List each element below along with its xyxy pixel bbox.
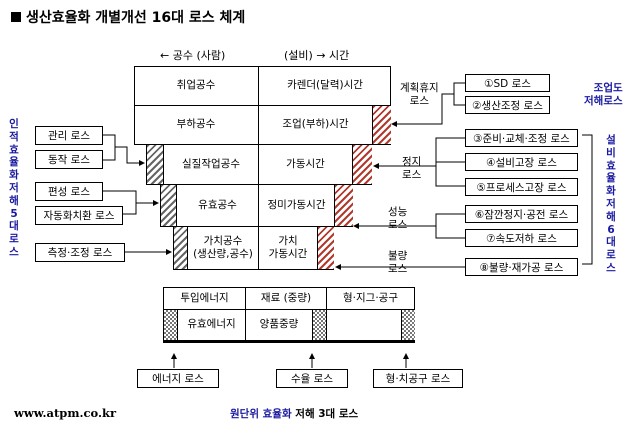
energy-loss-checker <box>164 310 178 340</box>
row2-left: 부하공수 <box>176 118 216 131</box>
loss-box-breakdown: ④설비고장 로스 <box>465 153 578 171</box>
loss-box-yield: 수율 로스 <box>276 369 348 388</box>
page-title: 생산효율화 개별개선 16대 로스 체계 <box>26 10 246 26</box>
group-performance: 성능 로스 <box>388 206 408 231</box>
group-defect: 불량 로스 <box>388 250 408 275</box>
row5-red-hatch <box>317 227 334 269</box>
loss-box-defect: ⑧불량·재가공 로스 <box>465 258 578 276</box>
loss-box-production-adjust: ②생산조정 로스 <box>465 96 550 114</box>
unit-value-energy: 유효에너지 <box>187 318 236 331</box>
loss-box-speed: ⑦속도저하 로스 <box>465 229 578 247</box>
pyramid-divider <box>258 66 259 106</box>
tooling-loss-checker <box>401 310 415 340</box>
unit-table-vline <box>245 287 246 341</box>
row3-gray-hatch <box>147 145 164 184</box>
header-left-arrow: ← 공수 (사람) <box>160 49 226 62</box>
footer-url: www.atpm.co.kr <box>14 406 117 420</box>
row5-right: 가치 가동시간 <box>268 234 308 260</box>
title-square-icon <box>11 12 21 22</box>
row2-red-hatch <box>372 106 391 144</box>
group-stop: 정지 로스 <box>402 156 422 181</box>
pyramid-row-2 <box>134 105 391 145</box>
unit-table-bottom-bar <box>163 340 415 343</box>
utilization-label: 조업도 저해로스 <box>584 82 623 107</box>
row5-left: 가치공수 (생산량,공수) <box>193 234 253 260</box>
human-side-label: 인적효율화저해5대로스 <box>9 118 19 258</box>
unit-header-energy: 투입에너지 <box>180 291 229 304</box>
pyramid-divider <box>258 226 259 270</box>
loss-box-management: 관리 로스 <box>35 126 103 145</box>
row2-right: 조업(부하)시간 <box>282 118 349 131</box>
pyramid-divider <box>258 184 259 227</box>
row3-left: 실질작업공수 <box>182 157 240 170</box>
loss-box-tooling: 형·치공구 로스 <box>373 369 463 388</box>
loss-box-automation: 자동화치환 로스 <box>35 206 123 225</box>
pyramid-divider <box>258 144 259 185</box>
pyramid-row-1 <box>134 66 391 106</box>
loss-box-sd: ①SD 로스 <box>465 74 550 92</box>
loss-box-process-failure: ⑤프로세스고장 로스 <box>465 178 578 196</box>
row4-right: 정미가동시간 <box>267 198 326 211</box>
unit-table-vline <box>326 287 327 341</box>
pyramid-divider <box>258 105 259 145</box>
header-right-arrow: (설비) → 시간 <box>284 49 350 62</box>
equipment-side-label: 설비효율화저해6대로스 <box>606 134 616 274</box>
loss-box-setup: ③준비·교체·조정 로스 <box>465 129 578 147</box>
row5-gray-hatch <box>174 227 188 269</box>
unit-table-hline <box>163 309 415 310</box>
yield-loss-checker <box>312 310 326 340</box>
row4-left: 유효공수 <box>198 198 237 211</box>
footer-caption-black: 저해 3대 로스 <box>291 408 359 420</box>
loss-box-line-balance: 편성 로스 <box>35 182 103 201</box>
unit-value-tooling <box>327 310 401 340</box>
pyramid-row-5 <box>173 226 334 270</box>
unit-header-tooling: 형·지그·공구 <box>343 291 398 304</box>
row1-left: 취업공수 <box>176 79 216 92</box>
row1-right: 카렌더(달력)시간 <box>287 79 363 92</box>
row4-red-hatch <box>334 185 353 226</box>
footer-caption: 원단위 효율화 저해 3대 로스 <box>230 406 358 421</box>
unit-header-material: 재료 (중량) <box>260 291 312 304</box>
row3-right: 가동시간 <box>286 157 325 170</box>
row4-gray-hatch <box>161 185 177 226</box>
loss-box-energy: 에너지 로스 <box>137 369 219 388</box>
footer-caption-blue: 원단위 효율화 <box>230 408 292 420</box>
row3-red-hatch <box>352 145 372 184</box>
pyramid-row-3 <box>146 144 372 185</box>
unit-value-material: 양품중량 <box>259 318 299 331</box>
group-planned-stop: 계획휴지 로스 <box>400 82 439 107</box>
loss-box-minor-stop: ⑥잠깐정지·공전 로스 <box>465 205 578 223</box>
loss-box-measurement: 측정·조정 로스 <box>35 243 125 262</box>
loss-box-motion: 동작 로스 <box>35 150 103 169</box>
